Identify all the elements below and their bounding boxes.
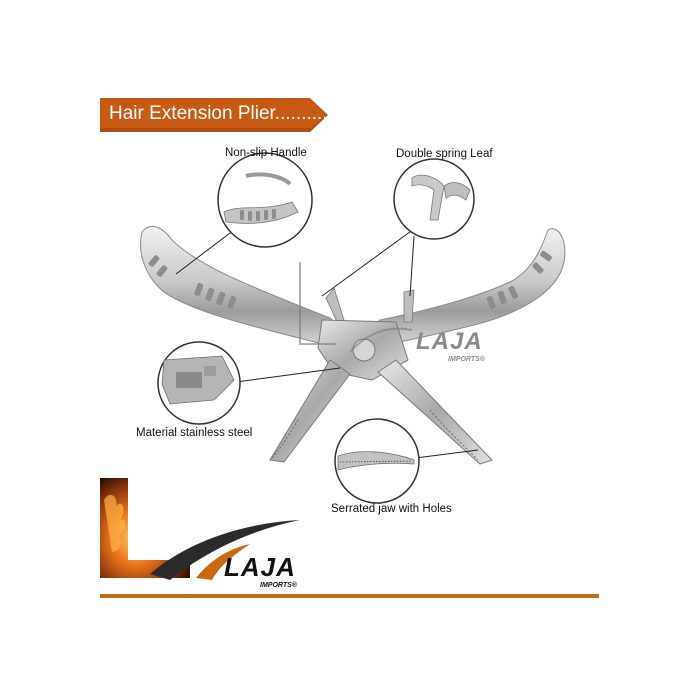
callout-double-spring-leaf: Double spring Leaf bbox=[396, 148, 493, 160]
spring-left bbox=[325, 287, 345, 325]
watermark-brand-name: LAJA bbox=[416, 328, 483, 355]
right-jaw bbox=[377, 359, 493, 465]
zoom-circle-jaw bbox=[334, 418, 420, 504]
left-handle-grip bbox=[148, 255, 237, 310]
watermark-brand-sub: IMPORTS® bbox=[448, 356, 485, 363]
right-handle-grip bbox=[486, 250, 552, 310]
bottom-divider bbox=[100, 594, 599, 598]
logo-brand-name: LAJA bbox=[224, 552, 296, 582]
banner-title: Hair Extension Plier............ bbox=[109, 103, 339, 124]
zoom-circle-spring bbox=[393, 158, 475, 240]
logo-brand-sub: IMPORTS® bbox=[260, 582, 297, 589]
right-handle bbox=[365, 228, 566, 347]
callout-non-slip-handle: Non-slip Handle bbox=[225, 147, 307, 159]
left-jaw bbox=[269, 359, 351, 463]
zoom-circle-handle bbox=[217, 152, 313, 248]
callout-serrated-jaw: Serrated jaw with Holes bbox=[331, 503, 452, 515]
banner-shape bbox=[100, 98, 328, 132]
title-banner: Hair Extension Plier............ bbox=[100, 98, 338, 132]
zoom-circle-material bbox=[157, 341, 241, 425]
callout-material-stainless-steel: Material stainless steel bbox=[136, 427, 253, 439]
